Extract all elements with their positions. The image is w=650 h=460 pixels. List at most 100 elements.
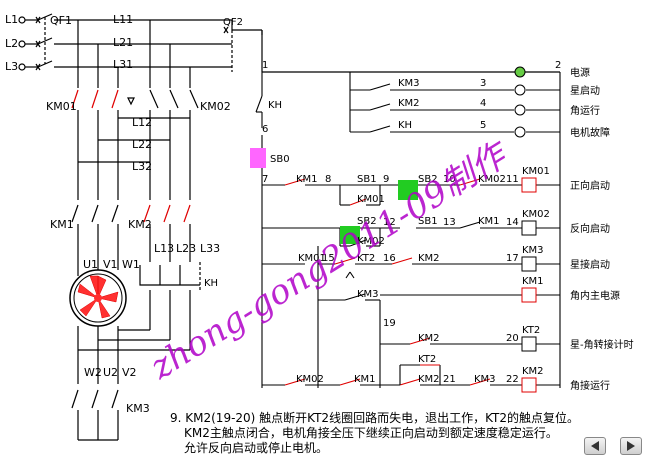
node-4: 4 bbox=[480, 98, 486, 109]
row-label-forward: 正向启动 bbox=[570, 179, 610, 192]
coil-km3 bbox=[521, 256, 537, 272]
bus-label-l23: L23 bbox=[176, 242, 196, 255]
prev-arrow-icon bbox=[591, 441, 599, 451]
node-5: 5 bbox=[480, 120, 486, 131]
terminal-l3 bbox=[18, 63, 26, 71]
coil-label-km02: KM02 bbox=[522, 209, 550, 220]
row-label-delta-main: 角内主电源 bbox=[570, 289, 620, 302]
power-label-km1: KM1 bbox=[50, 218, 74, 231]
label-sb2-bottom: SB2 bbox=[357, 216, 377, 227]
breaker-label-qf2: QF2 bbox=[223, 17, 243, 28]
prev-button[interactable] bbox=[584, 437, 606, 455]
label-km1-interlock: KM1 bbox=[478, 216, 500, 227]
node-7: 7 bbox=[262, 174, 268, 185]
breaker-label-qf1: QF1 bbox=[50, 14, 72, 27]
coil-label-km3: KM3 bbox=[522, 245, 544, 256]
node-numbers: 1 2 3 4 5 6 7 8 9 10 11 12 13 14 15 16 1… bbox=[262, 60, 561, 385]
coil-km2 bbox=[521, 377, 537, 393]
label-sb1-top: SB1 bbox=[357, 174, 377, 185]
description-line-2: KM2主触点闭合，电机角接全压下继续正向启动到额定速度稳定运行。 bbox=[184, 426, 558, 440]
coil-km02 bbox=[521, 220, 537, 236]
label-sb1-bottom: SB1 bbox=[418, 216, 438, 227]
motor-terminal-w1: W1 bbox=[122, 258, 140, 271]
label-km2-contact-star: KM2 bbox=[418, 253, 440, 264]
next-arrow-icon bbox=[627, 441, 635, 451]
label-km1-contact: KM1 bbox=[296, 174, 318, 185]
label-sb2-top: SB2 bbox=[418, 174, 438, 185]
node-20: 20 bbox=[506, 333, 519, 344]
bus-label-l11: L11 bbox=[113, 13, 133, 26]
row-label-timer: 星-角转接计时 bbox=[570, 338, 634, 351]
row-label-delta-run: 角运行 bbox=[570, 104, 600, 117]
power-label-km01: KM01 bbox=[46, 100, 77, 113]
step-description: 9. KM2(19-20) 触点断开KT2线圈回路而失电，退出工作，KT2的触点… bbox=[170, 411, 590, 456]
power-label-km2: KM2 bbox=[128, 218, 152, 231]
row-label-delta-running: 角接运行 bbox=[570, 379, 610, 392]
label-km3-contact: KM3 bbox=[357, 289, 379, 300]
node-9: 9 bbox=[383, 174, 389, 185]
sb2-highlight[interactable] bbox=[398, 180, 418, 200]
power-label-km3: KM3 bbox=[126, 402, 150, 415]
watermark: zhong-gong2011-09制作 bbox=[143, 133, 517, 388]
coil-label-kt2: KT2 bbox=[522, 325, 540, 336]
label-kt2-contact: KT2 bbox=[357, 253, 375, 264]
phase-label-l1: L1 bbox=[5, 13, 18, 26]
row-labels: 电源 星启动 角运行 电机故障 正向启动 反向启动 星接启动 角内主电源 星-角… bbox=[570, 66, 634, 392]
sb1-highlight[interactable] bbox=[340, 226, 360, 244]
row-label-star: 星接启动 bbox=[570, 258, 610, 271]
label-kh-lamp: KH bbox=[398, 120, 412, 131]
motor-icon bbox=[73, 273, 123, 323]
bus-label-l12: L12 bbox=[132, 116, 152, 129]
coil-label-km1: KM1 bbox=[522, 276, 544, 287]
label-km2-lamp: KM2 bbox=[398, 98, 420, 109]
label-km01-hold: KM01 bbox=[357, 194, 385, 205]
coils bbox=[521, 177, 537, 393]
node-8: 8 bbox=[325, 174, 331, 185]
node-11: 11 bbox=[506, 174, 519, 185]
node-14: 14 bbox=[506, 217, 519, 228]
terminal-l2 bbox=[18, 40, 26, 48]
label-km01-contact: KM01 bbox=[298, 253, 326, 264]
row-label-reverse: 反向启动 bbox=[570, 222, 610, 235]
bus-label-l31: L31 bbox=[113, 58, 133, 71]
label-km02-delta: KM02 bbox=[296, 374, 324, 385]
next-button[interactable] bbox=[620, 437, 642, 455]
coil-label-km01: KM01 bbox=[522, 166, 550, 177]
lamp-fault-icon bbox=[514, 126, 526, 138]
lamp-delta-icon bbox=[514, 104, 526, 116]
node-22: 22 bbox=[506, 374, 519, 385]
control-labels: KH SB0 KM1 SB1 SB2 KM02 KM01 SB2 SB1 KM1… bbox=[268, 78, 550, 385]
bus-label-l22: L22 bbox=[132, 138, 152, 151]
motor-terminal-u1: U1 bbox=[83, 258, 98, 271]
motor-terminal-v2: V2 bbox=[122, 366, 137, 379]
label-km2-delta: KM2 bbox=[418, 374, 440, 385]
coil-km01 bbox=[521, 177, 537, 193]
node-6: 6 bbox=[262, 124, 268, 135]
power-label-km02: KM02 bbox=[200, 100, 231, 113]
label-km2-contact-timer: KM2 bbox=[418, 333, 440, 344]
coil-kt2 bbox=[521, 336, 537, 352]
label-kh-contact: KH bbox=[268, 100, 282, 111]
node-2: 2 bbox=[555, 60, 561, 71]
label-km3-delta: KM3 bbox=[474, 374, 496, 385]
label-km1-delta: KM1 bbox=[354, 374, 376, 385]
terminal-l1 bbox=[18, 16, 26, 24]
phase-label-l3: L3 bbox=[5, 60, 18, 73]
lamp-star-icon bbox=[514, 84, 526, 96]
node-13: 13 bbox=[443, 217, 456, 228]
label-km3-lamp: KM3 bbox=[398, 78, 420, 89]
node-21: 21 bbox=[443, 374, 456, 385]
indicator-lamps bbox=[514, 66, 526, 138]
label-km02-interlock: KM02 bbox=[478, 174, 506, 185]
node-10: 10 bbox=[443, 174, 456, 185]
node-19: 19 bbox=[383, 318, 396, 329]
node-16: 16 bbox=[383, 253, 396, 264]
motor-terminal-w2: W2 bbox=[84, 366, 102, 379]
row-label-power: 电源 bbox=[570, 66, 590, 79]
description-line-1: 9. KM2(19-20) 触点断开KT2线圈回路而失电，退出工作，KT2的触点… bbox=[170, 411, 579, 425]
coil-km1 bbox=[521, 287, 537, 303]
row-label-motor-fault: 电机故障 bbox=[570, 126, 610, 139]
lamp-power-icon bbox=[514, 66, 526, 78]
sb0-highlight[interactable] bbox=[250, 148, 266, 168]
